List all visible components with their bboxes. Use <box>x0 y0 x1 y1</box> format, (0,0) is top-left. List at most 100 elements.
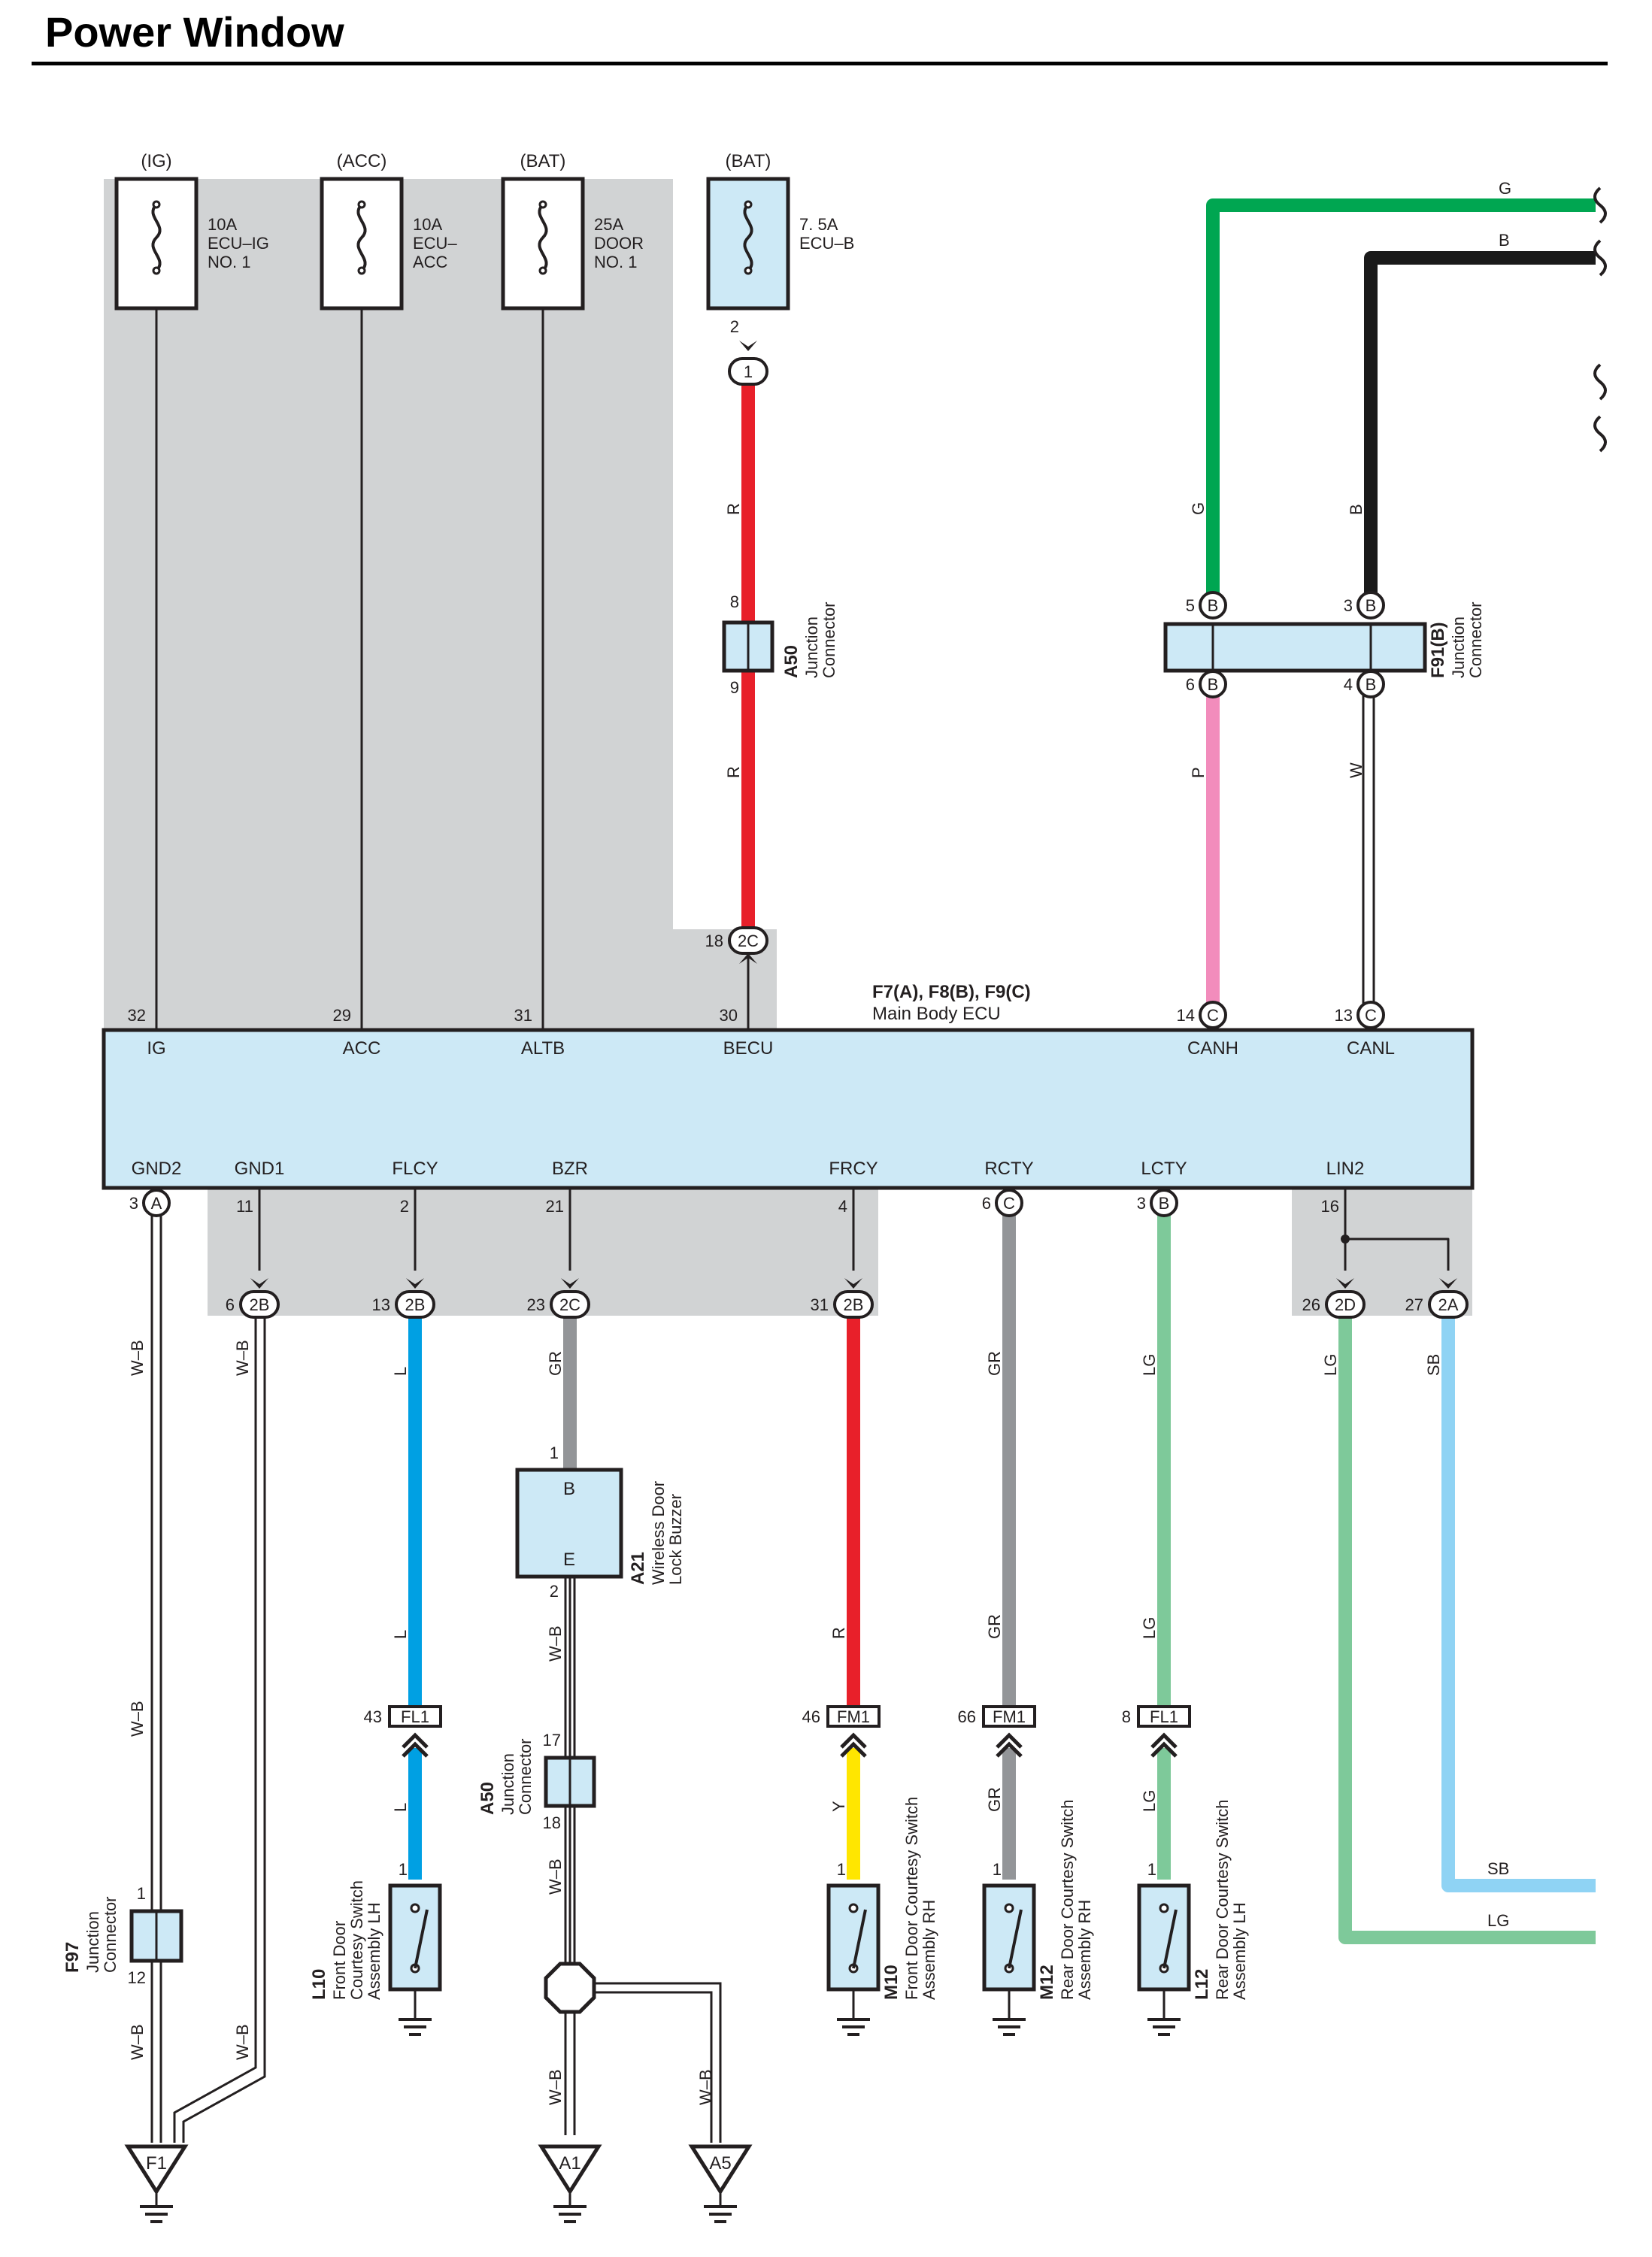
ecu-pin-number: 13 <box>1335 1006 1353 1025</box>
fuse-supply-label: (ACC) <box>337 151 387 171</box>
fuse-supply-label: (IG) <box>141 151 171 171</box>
wire-color-label: LG <box>1140 1354 1159 1376</box>
ecu-connector-lcty: B <box>1150 1189 1178 1217</box>
wire-color-label: W–B <box>546 2069 565 2105</box>
junction-pin-number: 26 <box>1302 1295 1320 1314</box>
switch-id: M12 <box>1037 1965 1057 2000</box>
ecu-connector-canh-code: C <box>1207 1006 1219 1025</box>
buzzer-desc: Lock Buzzer <box>666 1494 685 1585</box>
ground-icon <box>837 2018 870 2036</box>
ground-label: A1 <box>559 2153 580 2174</box>
a21-wireless-door-lock-buzzer <box>515 1468 623 1579</box>
page-title: Power Window <box>45 8 344 56</box>
shade-region-bottom <box>208 1188 878 1316</box>
fuse-rating-label: ECU–B <box>799 234 854 253</box>
connector-id: F91(B) <box>1428 622 1448 678</box>
double-chevron-icon <box>840 1732 867 1758</box>
arrow-down-icon <box>250 1278 268 1289</box>
fuse-supply-label: (BAT) <box>520 151 566 171</box>
wire-color-label: L <box>391 1803 410 1812</box>
switch-id: L12 <box>1192 1969 1212 2000</box>
connector-desc: Connector <box>516 1738 535 1815</box>
connector-desc: Connector <box>1466 601 1485 678</box>
f91-pin-4: B <box>1356 670 1385 698</box>
fuse-rating-label: DOOR <box>594 234 644 253</box>
ecu-pin-lin2: LIN2 <box>1326 1159 1365 1179</box>
junction-pin-number: 13 <box>372 1295 390 1314</box>
fuse-box-1 <box>114 177 199 311</box>
connector-pin-number: 17 <box>543 1731 561 1750</box>
ground-point-a1: A1 <box>538 2144 602 2207</box>
switch-l12 <box>1137 1883 1191 2019</box>
junction-block-2c-code: 2C <box>559 1295 580 1314</box>
arrow-down-icon <box>561 1278 579 1289</box>
connector-desc: Junction <box>1449 617 1468 678</box>
wire-color-label: W–B <box>128 2024 147 2060</box>
junction-block-2c: 2C <box>550 1290 590 1319</box>
fuse-terminal <box>357 200 366 209</box>
inline-connector-fm1 <box>982 1705 1036 1728</box>
ecu-pin-canl: CANL <box>1347 1038 1395 1059</box>
junction-pin-number: 6 <box>226 1295 235 1314</box>
ecu-pin-number: 29 <box>333 1006 351 1025</box>
ecu-pin-number: 16 <box>1321 1197 1339 1216</box>
wire-color-label: W–B <box>696 2069 715 2105</box>
junction-block-2a: 2A <box>1428 1290 1469 1319</box>
wire-color-label: W–B <box>546 1625 565 1662</box>
ecu-label: F7(A), F8(B), F9(C) <box>872 982 1031 1002</box>
switch-pin-number: 1 <box>1147 1860 1156 1879</box>
junction-block-2a-code: 2A <box>1438 1295 1459 1314</box>
inline-connector-fl1 <box>388 1705 442 1728</box>
ecu-connector-canh: C <box>1199 1001 1227 1029</box>
switch-desc: Assembly LH <box>365 1902 383 2000</box>
ecu-pin-gnd2: GND2 <box>132 1159 182 1179</box>
junction-block-1: 1 <box>728 357 768 386</box>
ecu-connector-rcty: C <box>995 1189 1023 1217</box>
junction-block-1-code: 1 <box>744 362 753 381</box>
switch-l10 <box>388 1883 442 2019</box>
wire-color-label: B <box>1347 504 1366 515</box>
connector-pin-number: 1 <box>137 1884 146 1903</box>
ecu-pin-flcy: FLCY <box>392 1159 438 1179</box>
connector-pin-number: 1 <box>550 1444 559 1462</box>
junction-block-2b: 2B <box>395 1290 435 1319</box>
switch-desc: Courtesy Switch <box>347 1880 366 2000</box>
connector-pin-number: 4 <box>1344 675 1353 694</box>
wire-color-label: B <box>1499 231 1510 250</box>
junction-block-2b: 2B <box>833 1290 874 1319</box>
fuse-supply-label: (BAT) <box>726 151 771 171</box>
connector-desc: Junction <box>802 617 821 678</box>
fuse-box-2 <box>320 177 404 311</box>
ecu-pin-number: 3 <box>129 1194 138 1213</box>
switch-desc: Rear Door Courtesy Switch <box>1213 1799 1232 2000</box>
splice-point <box>544 1962 596 2014</box>
switch-pin-number: 1 <box>399 1860 408 1879</box>
wire-color-label: LG <box>1140 1790 1159 1812</box>
title-rule <box>32 62 1608 65</box>
ecu-connector-gnd2-code: A <box>151 1194 162 1213</box>
fuse-element-icon <box>538 203 548 272</box>
wire-color-label: SB <box>1487 1859 1509 1878</box>
fuse-rating-label: ECU–IG <box>208 234 269 253</box>
switch-m12 <box>982 1883 1036 2019</box>
f91-pin-5: B <box>1199 591 1227 620</box>
arrow-up-icon <box>739 953 757 964</box>
connector-pin-number: 18 <box>543 1813 561 1832</box>
wire-color-label: W–B <box>233 2024 252 2060</box>
ecu-connector-lcty-code: B <box>1159 1194 1170 1213</box>
ecu-pin-acc: ACC <box>343 1038 381 1059</box>
junction-block-2b-code: 2B <box>405 1295 426 1314</box>
switch-id: M10 <box>881 1965 902 2000</box>
connector-desc: Connector <box>820 601 838 678</box>
junction-pin-number: 31 <box>811 1295 829 1314</box>
switch-desc: Assembly RH <box>1075 1900 1094 2000</box>
ground-wires <box>150 693 1375 2143</box>
shade-region-top <box>104 179 777 1030</box>
wire-color-label: W–B <box>128 1340 147 1376</box>
f91-pin-3: B <box>1356 591 1385 620</box>
ground-point-f1: F1 <box>124 2144 189 2207</box>
ecu-pin-becu: BECU <box>723 1038 774 1059</box>
ground-icon <box>1147 2018 1181 2036</box>
